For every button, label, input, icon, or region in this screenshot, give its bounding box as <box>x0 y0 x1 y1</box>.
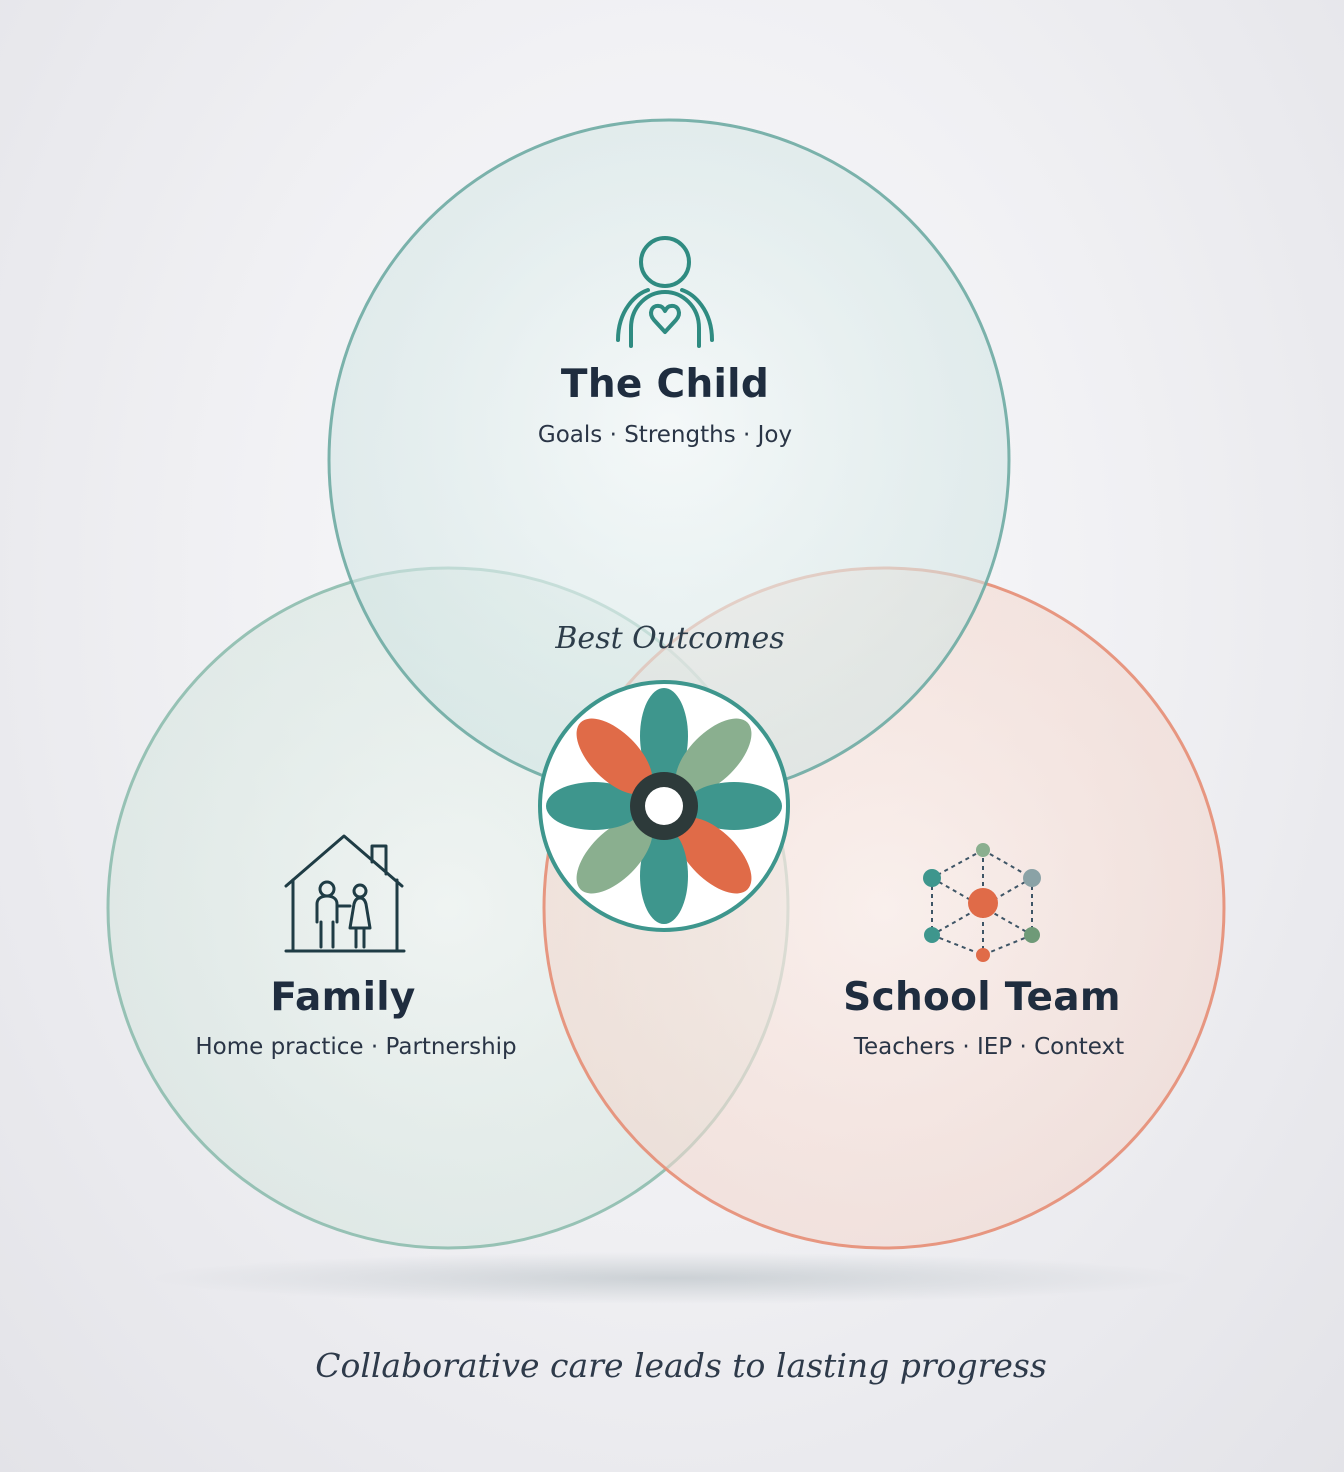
flower-petal <box>686 782 782 830</box>
caption: Collaborative care leads to lasting prog… <box>315 1346 1047 1385</box>
family-title: Family <box>270 975 416 1020</box>
child-subtitle: Goals · Strengths · Joy <box>537 422 793 448</box>
child-title: The Child <box>560 362 770 407</box>
center-label: Best Outcomes <box>555 621 785 656</box>
child-heart-icon <box>616 236 714 348</box>
flower-petal <box>675 718 752 795</box>
house-family-icon <box>284 834 406 953</box>
flower-emblem-icon <box>538 680 790 932</box>
flower-petal <box>576 817 653 894</box>
flower-petal <box>675 817 752 894</box>
flower-petal <box>640 828 688 924</box>
ground-shadow <box>152 1252 1192 1304</box>
flower-petal <box>576 718 653 795</box>
family-subtitle: Home practice · Partnership <box>195 1034 517 1060</box>
school-title: School Team <box>843 975 1121 1020</box>
school-subtitle: Teachers · IEP · Context <box>853 1034 1125 1060</box>
flower-petal <box>640 688 688 784</box>
flower-petal <box>546 782 642 830</box>
network-icon <box>923 843 1041 962</box>
